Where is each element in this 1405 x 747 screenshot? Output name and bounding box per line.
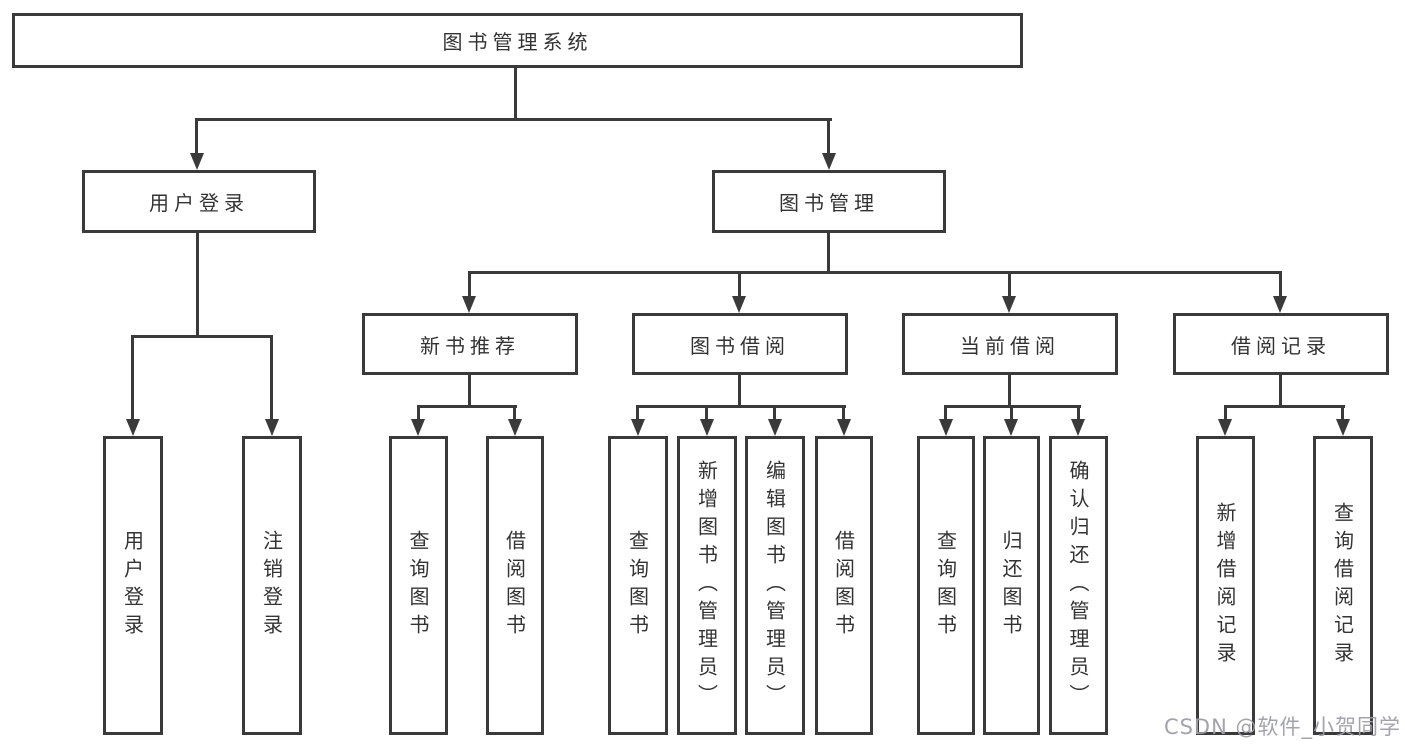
connector-segment — [468, 271, 471, 298]
leaf-borrow-books-recommend: 借阅图书 — [486, 436, 544, 735]
arrowhead-down-icon — [508, 419, 522, 436]
leaf-return-books: 归还图书 — [983, 436, 1040, 735]
node-new-book-recommendation: 新书推荐 — [362, 313, 578, 375]
arrowhead-down-icon — [1002, 296, 1016, 313]
arrowhead-down-icon — [126, 419, 140, 436]
arrowhead-down-icon — [939, 419, 953, 436]
leaf-logout: 注销登录 — [242, 436, 302, 735]
leaf-add-books-admin: 新增图书（管理员） — [677, 436, 737, 735]
arrowhead-down-icon — [1336, 419, 1350, 436]
connector-segment — [773, 405, 776, 420]
arrowhead-down-icon — [822, 153, 836, 170]
node-book-borrowing: 图书借阅 — [632, 313, 848, 375]
connector-segment — [131, 335, 273, 338]
node-current-borrowing: 当前借阅 — [902, 313, 1118, 375]
leaf-query-books-borrowing: 查询图书 — [608, 436, 668, 735]
connector-segment — [514, 68, 517, 121]
leaf-borrow-books: 借阅图书 — [815, 436, 873, 735]
connector-segment — [1279, 375, 1282, 408]
connector-segment — [417, 405, 420, 420]
arrowhead-down-icon — [190, 153, 204, 170]
arrowhead-down-icon — [265, 419, 279, 436]
connector-segment — [738, 271, 741, 298]
arrowhead-down-icon — [631, 419, 645, 436]
connector-segment — [468, 375, 471, 408]
arrowhead-down-icon — [700, 419, 714, 436]
node-library-management-system: 图书管理系统 — [12, 13, 1023, 68]
connector-segment — [1224, 405, 1227, 420]
connector-segment — [1008, 271, 1011, 298]
arrowhead-down-icon — [1071, 419, 1085, 436]
connector-segment — [468, 271, 1282, 274]
connector-segment — [1077, 405, 1080, 420]
connector-segment — [195, 118, 832, 121]
leaf-user-login: 用户登录 — [103, 436, 163, 735]
arrowhead-down-icon — [1004, 419, 1018, 436]
node-book-management: 图书管理 — [712, 170, 946, 233]
connector-segment — [1224, 405, 1345, 408]
leaf-add-borrow-record: 新增借阅记录 — [1196, 436, 1255, 735]
leaf-confirm-return-admin: 确认归还（管理员） — [1049, 436, 1108, 735]
connector-segment — [705, 405, 708, 420]
connector-segment — [513, 405, 516, 420]
connector-segment — [1008, 375, 1011, 408]
connector-segment — [1341, 405, 1344, 420]
leaf-query-books-current: 查询图书 — [917, 436, 975, 735]
arrowhead-down-icon — [462, 296, 476, 313]
leaf-edit-books-admin: 编辑图书（管理员） — [745, 436, 805, 735]
arrowhead-down-icon — [837, 419, 851, 436]
connector-segment — [195, 118, 198, 155]
connector-segment — [738, 375, 741, 408]
connector-segment — [270, 335, 273, 420]
connector-segment — [944, 405, 947, 420]
connector-segment — [196, 233, 199, 338]
connector-segment — [842, 405, 845, 420]
node-user-login: 用户登录 — [82, 170, 316, 233]
connector-segment — [636, 405, 639, 420]
arrowhead-down-icon — [1273, 296, 1287, 313]
connector-segment — [417, 405, 517, 408]
connector-segment — [131, 335, 134, 420]
connector-segment — [1279, 271, 1282, 298]
leaf-query-books-recommend: 查询图书 — [389, 436, 448, 735]
arrowhead-down-icon — [768, 419, 782, 436]
node-borrowing-records: 借阅记录 — [1173, 313, 1389, 375]
arrowhead-down-icon — [1218, 419, 1232, 436]
connector-segment — [1010, 405, 1013, 420]
leaf-query-borrow-record: 查询借阅记录 — [1313, 436, 1373, 735]
connector-segment — [827, 118, 830, 155]
watermark: CSDN @软件_小贺同学 — [1163, 715, 1401, 739]
arrowhead-down-icon — [732, 296, 746, 313]
arrowhead-down-icon — [411, 419, 425, 436]
connector-segment — [636, 405, 846, 408]
connector-segment — [827, 233, 830, 274]
